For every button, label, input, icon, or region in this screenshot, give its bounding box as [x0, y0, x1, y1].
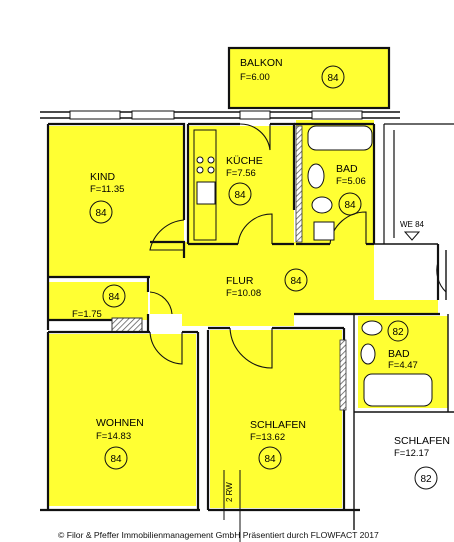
flur-number-circle: [284, 268, 308, 292]
wohnen-number: 84: [110, 454, 122, 465]
stove-burner-icon: [207, 166, 215, 174]
schlafen-fill: [210, 330, 342, 508]
copyright-text: © Filor & Pfeffer Immobilienmanagement G…: [58, 530, 379, 540]
shower-icon: [313, 221, 335, 241]
flur-name: FLUR: [226, 275, 254, 287]
wohnen-fill: [48, 334, 196, 506]
toilet-icon: [307, 163, 325, 189]
flur-number: 84: [290, 276, 302, 287]
kueche-name: KÜCHE: [226, 155, 263, 167]
wohnen-number-circle: [104, 446, 128, 470]
bad2-name: BAD: [388, 348, 410, 360]
schlafen-area: F=13.62: [250, 432, 285, 443]
washbasin-icon-2: [360, 343, 376, 365]
balkon-fill: [229, 48, 389, 108]
schlafen2-number: 82: [420, 474, 432, 485]
wc-number-circle: [387, 320, 409, 342]
bathtub-icon-2: [363, 373, 433, 407]
labels: BALKON F=6.00 84 KIND F=11.35 84 KÜCHE F…: [58, 57, 450, 542]
fixtures: [193, 125, 433, 407]
abstell-number: 84: [108, 292, 120, 303]
kind-number-circle: [89, 200, 113, 224]
kueche-number-circle: [228, 182, 252, 206]
balkon-area: F=6.00: [240, 72, 270, 83]
flur-area: F=10.08: [226, 288, 261, 299]
bad-number: 84: [344, 200, 356, 211]
we-label: WE 84: [400, 220, 425, 229]
toilet-icon-2: [361, 320, 383, 336]
abstell-number-circle: [102, 284, 126, 308]
hatched-walls: [295, 125, 347, 411]
bad-number-circle: [338, 192, 362, 216]
bathtub-icon: [307, 125, 373, 151]
bad2-area: F=4.47: [388, 360, 418, 371]
sink-icon: [196, 181, 216, 205]
kind-number: 84: [95, 208, 107, 219]
schlafen-number: 84: [264, 454, 276, 465]
schlafen-name: SCHLAFEN: [250, 419, 306, 431]
windows: [69, 110, 363, 120]
schlafen-number-circle: [258, 446, 282, 470]
bad-area: F=5.06: [336, 176, 366, 187]
stove-burner-icon: [196, 156, 204, 164]
balkon-number-circle: [321, 65, 345, 89]
wohnen-name: WOHNEN: [96, 417, 144, 429]
abstell-area: F=1.75: [72, 309, 102, 320]
kind-area: F=11.35: [90, 184, 124, 195]
abstell-fill: [48, 282, 148, 320]
kueche-number: 84: [234, 190, 246, 201]
wohnen-area: F=14.83: [96, 431, 131, 442]
balkon-name: BALKON: [240, 57, 283, 69]
balkon-number: 84: [327, 73, 339, 84]
schlafen2-name: SCHLAFEN: [394, 435, 450, 447]
kind-name: KIND: [90, 171, 116, 183]
schlafen2-number-circle: [414, 466, 438, 490]
schlafen2-area: F=12.17: [394, 448, 429, 459]
riser-label: 2 RW: [225, 482, 234, 502]
stove-burner-icon: [207, 156, 215, 164]
we-arrow-icon: [403, 231, 421, 241]
wc-number: 82: [392, 327, 404, 338]
stove-burner-icon: [196, 166, 204, 174]
bad-name: BAD: [336, 163, 358, 175]
flur-fill: [150, 242, 438, 326]
kueche-area: F=7.56: [226, 168, 256, 179]
washbasin-icon: [311, 196, 333, 214]
